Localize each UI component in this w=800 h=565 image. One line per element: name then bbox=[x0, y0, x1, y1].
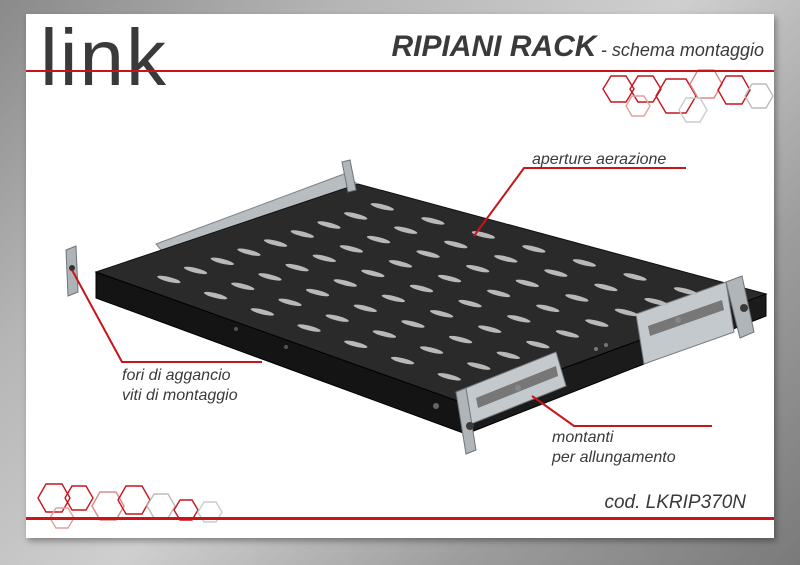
vent-slot bbox=[673, 287, 698, 295]
vent-slot bbox=[494, 255, 518, 263]
vent-slot bbox=[594, 283, 618, 292]
link-logo: link bbox=[40, 14, 169, 102]
callout-rails-line1: montanti bbox=[552, 429, 614, 446]
vent-slot bbox=[555, 330, 580, 338]
vent-slot bbox=[157, 275, 181, 284]
callout-vents: aperture aerazione bbox=[532, 151, 667, 168]
illustration-layer bbox=[37, 69, 774, 529]
vent-slot bbox=[507, 315, 531, 323]
page-title: RIPIANI RACK - schema montaggio bbox=[391, 32, 764, 62]
vent-slot bbox=[258, 273, 282, 281]
vent-slot bbox=[231, 282, 255, 291]
vent-slot bbox=[325, 314, 349, 322]
vent-slot bbox=[429, 310, 454, 318]
vent-slot bbox=[278, 298, 302, 307]
vent-slot bbox=[496, 351, 520, 360]
vent-slot bbox=[416, 250, 440, 258]
title-main: RIPIANI RACK bbox=[391, 30, 597, 63]
vent-slot bbox=[585, 319, 609, 327]
vent-slot bbox=[366, 235, 391, 244]
vent-slot bbox=[644, 297, 668, 306]
vent-slot bbox=[466, 264, 490, 273]
vent-slot bbox=[572, 259, 597, 267]
vent-slot bbox=[333, 279, 357, 287]
hexagon-pattern-icon bbox=[37, 483, 223, 529]
vent-slot bbox=[544, 269, 568, 277]
vent-slot bbox=[437, 274, 462, 283]
vent-slot bbox=[458, 299, 482, 308]
vent-slot bbox=[353, 304, 377, 313]
vent-slot bbox=[344, 212, 368, 220]
vent-slot bbox=[401, 320, 425, 328]
vent-slot bbox=[522, 245, 546, 253]
vent-slot bbox=[361, 269, 385, 278]
vent-slot bbox=[467, 362, 491, 370]
vent-slot bbox=[344, 340, 368, 349]
footer-line bbox=[26, 517, 774, 520]
callout-lines bbox=[71, 167, 712, 427]
callout-rails-line2: per allungamento bbox=[552, 449, 676, 466]
vent-slot bbox=[210, 257, 234, 266]
datasheet-sheet: link RIPIANI RACK - schema montaggio ape… bbox=[26, 14, 774, 538]
vent-slot bbox=[372, 330, 397, 338]
vent-slot bbox=[487, 289, 511, 298]
vent-slot bbox=[263, 239, 288, 247]
title-underline bbox=[26, 70, 774, 72]
callout-rails: montanti per allungamento bbox=[552, 428, 676, 468]
right-mounting-bracket bbox=[725, 275, 755, 339]
vent-slot bbox=[297, 324, 321, 332]
vent-slot bbox=[290, 230, 314, 238]
vent-slot bbox=[317, 221, 341, 229]
callout-line-rails bbox=[531, 395, 712, 427]
callout-line-holes bbox=[71, 269, 262, 363]
vent-slot bbox=[183, 266, 208, 275]
vent-slot bbox=[515, 279, 539, 288]
vent-slot bbox=[471, 231, 496, 239]
vent-slot bbox=[250, 308, 275, 316]
vent-slot bbox=[394, 226, 418, 234]
vent-slot bbox=[614, 308, 639, 317]
vent-slot bbox=[623, 273, 647, 281]
callout-holes-line2: viti di montaggio bbox=[122, 387, 238, 404]
vent-slot bbox=[203, 291, 228, 300]
callout-holes: fori di aggancio viti di montaggio bbox=[122, 366, 238, 406]
vent-slot bbox=[419, 346, 444, 354]
vent-slot bbox=[565, 294, 589, 302]
ventilation-slots bbox=[157, 203, 698, 381]
rack-shelf-illustration bbox=[65, 159, 768, 455]
vent-slot bbox=[478, 325, 502, 333]
vent-slot bbox=[444, 240, 468, 249]
vent-slot bbox=[381, 294, 406, 303]
callout-line-vents bbox=[473, 167, 686, 237]
vent-slot bbox=[526, 340, 550, 349]
hexagon-pattern-icon bbox=[602, 69, 774, 123]
vent-slot bbox=[339, 245, 364, 253]
vent-slot bbox=[305, 288, 330, 297]
title-subtitle: - schema montaggio bbox=[600, 40, 764, 60]
vent-slot bbox=[237, 248, 261, 256]
vent-slot bbox=[285, 263, 309, 272]
callout-holes-line1: fori di aggancio bbox=[122, 367, 231, 384]
front-mounting-bracket bbox=[455, 387, 477, 455]
vent-slot bbox=[370, 203, 394, 211]
vent-slot bbox=[437, 373, 461, 381]
product-code: cod. LKRIP370N bbox=[604, 492, 746, 513]
vent-slot bbox=[448, 335, 473, 344]
vent-slot bbox=[312, 254, 336, 263]
vent-slot bbox=[390, 356, 415, 365]
vent-slot bbox=[421, 217, 445, 225]
vent-slot bbox=[409, 284, 434, 293]
vent-slot bbox=[388, 260, 413, 268]
vent-slot bbox=[536, 304, 560, 313]
